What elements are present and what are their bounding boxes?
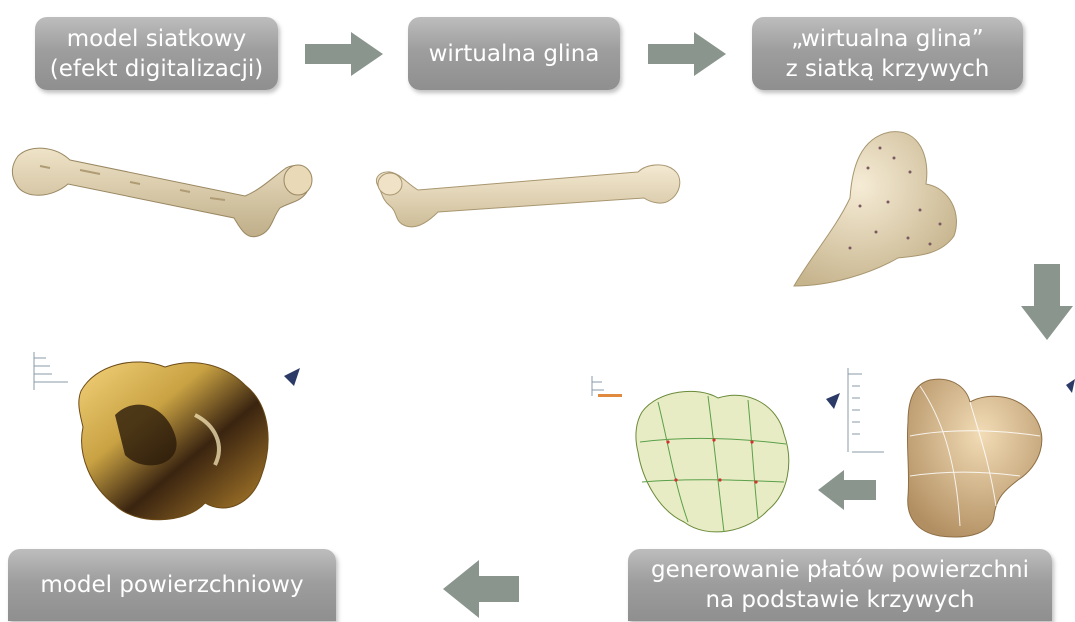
step-label-surface-model: model powierzchniowy bbox=[40, 570, 303, 600]
feature-tree-panel-small bbox=[590, 374, 624, 406]
surface-model-image bbox=[75, 355, 275, 531]
patch-surface-image bbox=[628, 382, 798, 546]
step-box-patch-generation: generowanie płatów powierzchni na podsta… bbox=[628, 549, 1052, 621]
bone-mesh-image bbox=[10, 138, 320, 252]
step-box-surface-model: model powierzchniowy bbox=[8, 549, 336, 621]
feature-tree-panel-tall bbox=[846, 366, 888, 462]
bone-head-curves-image bbox=[790, 128, 970, 294]
arrow-right-icon bbox=[648, 32, 726, 80]
step-box-virtual-clay: wirtualna glina bbox=[408, 17, 620, 90]
bone-curves-image bbox=[900, 376, 1050, 545]
arrow-right-icon bbox=[305, 32, 383, 80]
step-label-virtual-clay: wirtualna glina bbox=[429, 39, 600, 69]
compass-icon bbox=[826, 393, 840, 413]
step-label-virtual-clay-curves: „wirtualna glina” z siatką krzywych bbox=[786, 24, 990, 84]
step-label-patch-generation: generowanie płatów powierzchni na podsta… bbox=[651, 555, 1029, 615]
feature-tree-panel bbox=[32, 350, 72, 399]
arrow-left-icon bbox=[443, 560, 519, 622]
bone-virtual-clay-image bbox=[368, 160, 688, 244]
arrow-down-icon bbox=[1021, 264, 1073, 344]
step-box-mesh-model: model siatkowy (efekt digitalizacji) bbox=[35, 17, 278, 90]
compass-icon bbox=[284, 368, 300, 390]
compass-icon bbox=[1066, 378, 1075, 397]
arrow-left-icon bbox=[818, 470, 876, 514]
step-label-mesh-model: model siatkowy (efekt digitalizacji) bbox=[50, 24, 263, 84]
step-box-virtual-clay-curves: „wirtualna glina” z siatką krzywych bbox=[752, 17, 1023, 90]
